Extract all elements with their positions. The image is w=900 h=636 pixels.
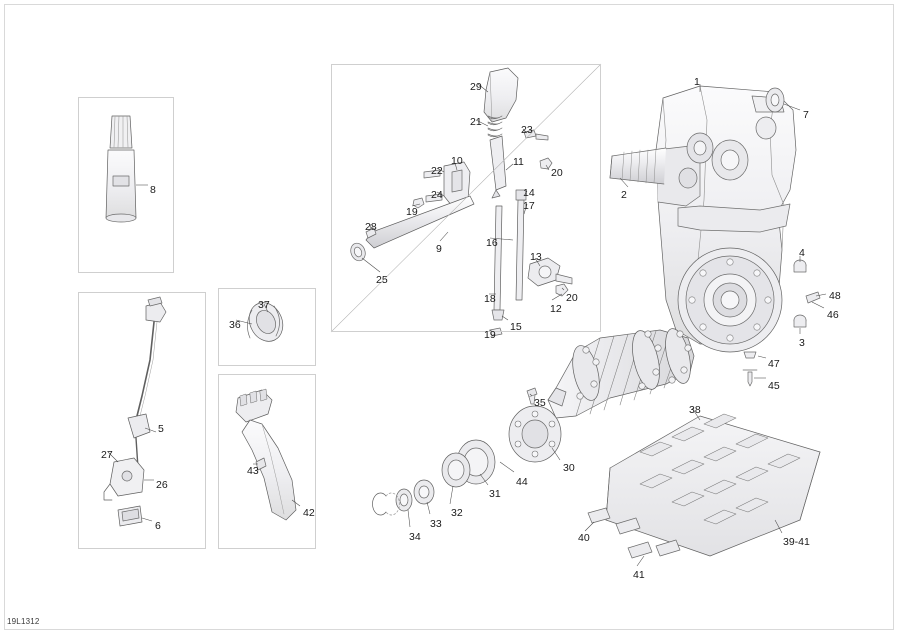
callout-4: 4 xyxy=(799,247,805,259)
callout-47: 47 xyxy=(768,358,780,370)
callout-34: 34 xyxy=(409,531,421,543)
callout-21: 21 xyxy=(470,116,482,128)
callout-13: 13 xyxy=(530,251,542,263)
sheet-border xyxy=(4,4,894,630)
callout-30: 30 xyxy=(563,462,575,474)
inset-box-shifter-assembly xyxy=(331,64,601,332)
callout-26: 26 xyxy=(156,479,168,491)
callout-37: 37 xyxy=(258,299,270,311)
callout-7: 7 xyxy=(803,109,809,121)
callout-38: 38 xyxy=(689,404,701,416)
callout-1: 1 xyxy=(694,76,700,88)
callout-9: 9 xyxy=(436,243,442,255)
callout-2: 2 xyxy=(621,189,627,201)
callout-32: 32 xyxy=(451,507,463,519)
callout-48: 48 xyxy=(829,290,841,302)
callout-11: 11 xyxy=(513,156,524,168)
callout-19-a: 19 xyxy=(406,206,418,218)
callout-27: 27 xyxy=(101,449,113,461)
inset-box-harness xyxy=(78,292,206,549)
callout-10: 10 xyxy=(451,155,463,167)
callout-12: 12 xyxy=(550,303,562,315)
callout-20-a: 20 xyxy=(551,167,563,179)
callout-45: 45 xyxy=(768,380,780,392)
callout-44: 44 xyxy=(516,476,528,488)
sheet-code: 19L1312 xyxy=(7,617,40,626)
callout-36: 36 xyxy=(229,319,241,331)
callout-19-b: 19 xyxy=(484,329,496,341)
callout-42: 42 xyxy=(303,507,315,519)
callout-22: 22 xyxy=(431,165,443,177)
callout-31: 31 xyxy=(489,488,501,500)
callout-40: 40 xyxy=(578,532,590,544)
inset-box-seal xyxy=(218,288,316,366)
callout-6: 6 xyxy=(155,520,161,532)
callout-29: 29 xyxy=(470,81,482,93)
callout-18: 18 xyxy=(484,293,496,305)
callout-28: 28 xyxy=(365,221,377,233)
callout-17: 17 xyxy=(523,200,535,212)
callout-8: 8 xyxy=(150,184,156,196)
inset-box-tool xyxy=(78,97,174,273)
callout-33: 33 xyxy=(430,518,442,530)
callout-46: 46 xyxy=(827,309,839,321)
callout-24: 24 xyxy=(431,189,443,201)
callout-14: 14 xyxy=(523,187,535,199)
callout-35: 35 xyxy=(534,397,546,409)
callout-41: 41 xyxy=(633,569,645,581)
callout-3: 3 xyxy=(799,337,805,349)
callout-43: 43 xyxy=(247,465,259,477)
callout-5: 5 xyxy=(158,423,164,435)
callout-15: 15 xyxy=(510,321,522,333)
inset-box-brake-lever xyxy=(218,374,316,549)
callout-23: 23 xyxy=(521,124,533,136)
callout-16: 16 xyxy=(486,237,498,249)
callout-25: 25 xyxy=(376,274,388,286)
callout-39-41: 39-41 xyxy=(783,536,810,548)
callout-20-b: 20 xyxy=(566,292,578,304)
